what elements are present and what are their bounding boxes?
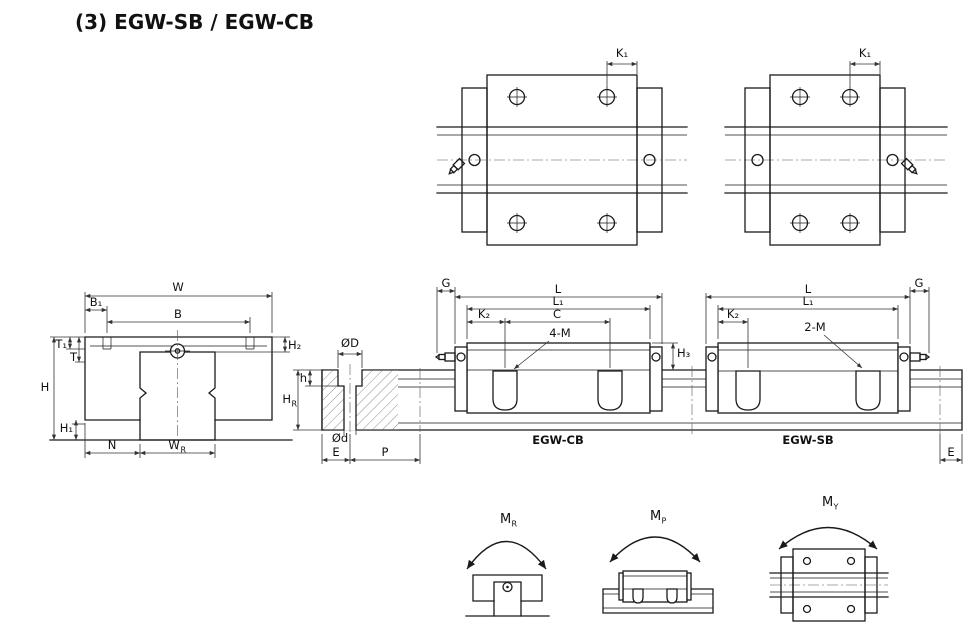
dim-label-h3: H₃ [677, 346, 691, 360]
mounting-hole [846, 556, 856, 566]
dim-label-od: ØD [341, 336, 359, 350]
dim-label-hr: H [282, 392, 291, 406]
side-view-egw-sb: G L L₁ K₂ 2-M E EGW-SB [705, 276, 963, 464]
dim-label-l1: L₁ [552, 294, 563, 308]
dim-label-h: H [41, 380, 50, 394]
dim-label-l: L [555, 282, 562, 296]
view-caption: EGW-CB [532, 433, 583, 447]
dim-label-k2: K₂ [478, 307, 490, 321]
mounting-hole [666, 588, 678, 604]
block-end-seal [649, 346, 663, 412]
grease-port [899, 352, 909, 362]
dim-label-n: N [108, 438, 117, 452]
moment-label-my: M [822, 495, 833, 510]
rail-edges [436, 126, 688, 194]
top-view-egw-sb: K₁ [724, 46, 948, 246]
hole-spec-label: 2-M [804, 320, 825, 334]
view-caption: EGW-SB [782, 433, 833, 447]
grease-nipple [909, 352, 931, 362]
dim-label-w: W [172, 280, 183, 294]
mounting-hole [802, 604, 812, 614]
mounting-hole [735, 370, 761, 411]
dim-label-h1: H₁ [60, 421, 73, 435]
grease-port [643, 153, 656, 167]
dim-label-t: T [69, 350, 78, 364]
dim-label-l1: L₁ [802, 294, 813, 308]
grease-nipple [900, 157, 918, 175]
dim-label-e: E [332, 445, 339, 459]
block-end-seal [780, 556, 794, 614]
dim-label-od-small: Ød [332, 431, 348, 445]
dim-label-wr-sub: R [181, 446, 187, 455]
moment-pitch-diagram: M P [602, 509, 714, 614]
roll-arrow [466, 541, 547, 570]
grease-port [651, 352, 661, 362]
dim-label-k1: K₁ [616, 46, 628, 60]
rail-edges [769, 572, 889, 598]
rail-cross-section: ØD Ød h H R E P [282, 336, 421, 464]
block-end-seal [618, 572, 624, 601]
dim-label-hr-sub: R [292, 400, 298, 409]
moment-label-my-sub: Y [833, 503, 839, 512]
mounting-hole [632, 588, 644, 604]
page-title: (3) EGW-SB / EGW-CB [75, 10, 314, 34]
moment-label-mp: M [650, 509, 661, 524]
yaw-arrow [778, 526, 878, 550]
dim-label-l: L [805, 282, 812, 296]
mounting-hole [855, 370, 881, 411]
block-body [769, 74, 881, 246]
dim-label-g: G [915, 276, 924, 290]
block-end-seal [454, 346, 468, 412]
dim-label-t1: T₁ [54, 337, 67, 351]
side-view-egw-cb: G L L₁ K₂ C 4-M H₃ EGW-CB [434, 276, 691, 447]
block-end-seal [897, 346, 911, 412]
grease-nipple [448, 157, 466, 175]
mounting-hole [597, 370, 623, 411]
dim-label-k1: K₁ [859, 46, 871, 60]
block-end-seal [864, 556, 878, 614]
rail-edges [724, 126, 948, 194]
dim-label-wr: W [168, 438, 179, 452]
moment-label-mr-sub: R [512, 520, 518, 529]
front-cross-section: W B₁ B T₁ T H H₁ H₂ N W R [41, 280, 301, 458]
grease-port [886, 153, 899, 167]
dim-label-k2: K₂ [727, 307, 739, 321]
mounting-hole [492, 370, 518, 411]
mounting-hole [846, 604, 856, 614]
grease-nipple [434, 352, 456, 362]
grease-port [751, 153, 764, 167]
block-end-seal [686, 572, 692, 601]
top-view-egw-cb: K₁ [436, 46, 688, 246]
block-body [486, 74, 638, 246]
dim-label-h-depth: h [300, 371, 307, 385]
dim-label-g: G [442, 276, 451, 290]
grease-port [468, 153, 481, 167]
grease-port [456, 352, 466, 362]
moment-label-mp-sub: P [662, 517, 667, 526]
dim-label-p: P [382, 445, 389, 459]
moment-label-mr: M [500, 512, 511, 527]
mounting-hole [802, 556, 812, 566]
dim-label-e: E [947, 445, 954, 459]
dim-label-b1: B₁ [90, 295, 103, 309]
dim-label-c: C [553, 307, 561, 321]
block-end-seal [705, 346, 719, 412]
bolt-hole-profile [337, 369, 363, 431]
moment-roll-diagram: M R [465, 512, 550, 617]
moment-yaw-diagram: M Y [769, 495, 889, 622]
grease-port [707, 352, 717, 362]
hole-spec-label: 4-M [549, 326, 570, 340]
pitch-arrow [609, 536, 701, 563]
dim-label-b: B [174, 307, 182, 321]
thread-hole [102, 337, 255, 350]
block-outline [472, 574, 543, 602]
dim-label-h2: H₂ [288, 338, 301, 352]
